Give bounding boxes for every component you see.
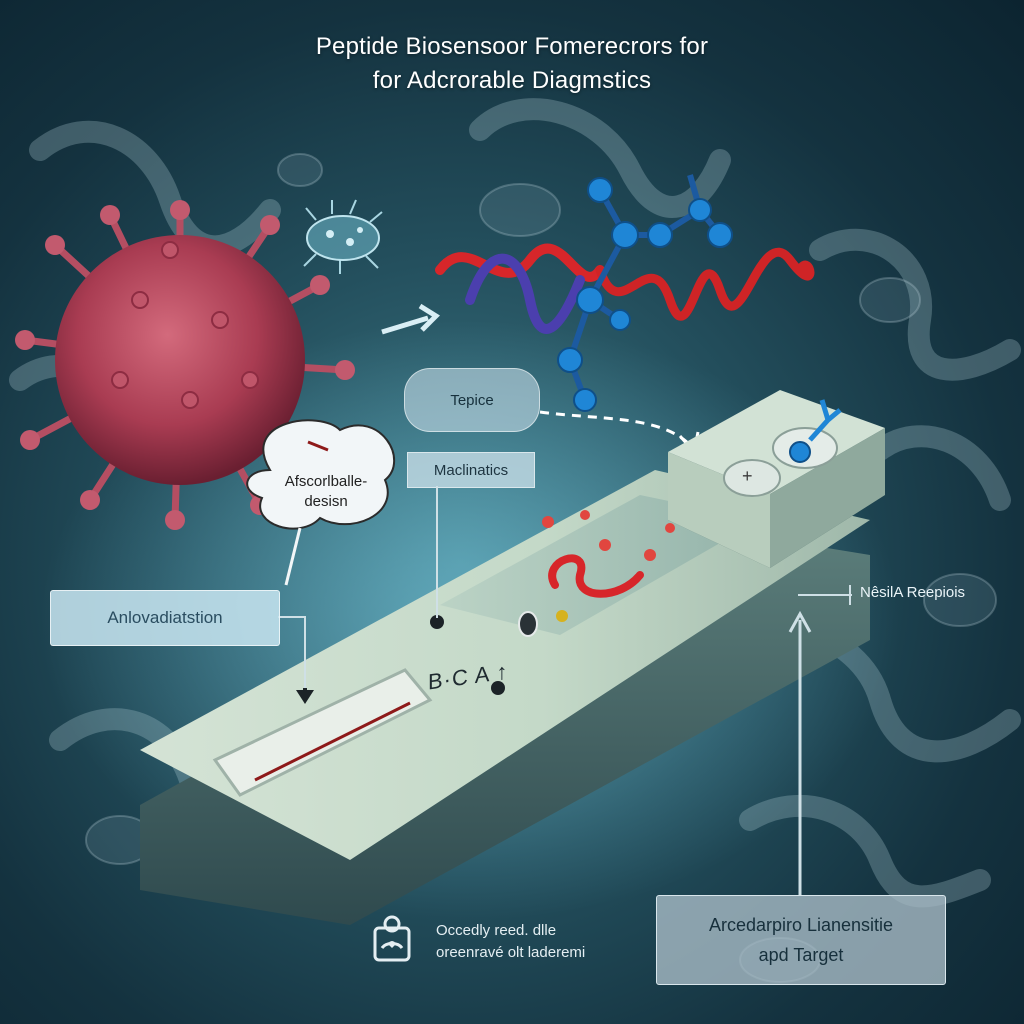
footer-line-2: oreenravé olt laderemi [436, 944, 586, 961]
bubble-line-1: Afscorlballe- [284, 473, 368, 490]
cartridge-window-mark: + [742, 466, 753, 486]
tepice-label: Tepice [404, 368, 540, 432]
machinatics-label: Maclinatics [407, 452, 535, 488]
footer-note: Occedly reed. dlle oreenravé olt laderem… [436, 920, 585, 964]
title-line-2: for Adcrorable Diagmstics [372, 67, 652, 94]
left-caption: Anlovadiatstion [50, 590, 280, 646]
design-bubble: Afscorlballe- desisn [258, 430, 394, 520]
title-line-1: Peptide Biosensoor Fomerecrors for [315, 33, 709, 60]
target-line-1: Arcedarpiro Lianensitie [708, 915, 894, 935]
footer-line-1: Occedly reed. dlle [436, 922, 557, 939]
right-label: NêsilA Reepiois [860, 584, 966, 601]
target-line-2: apd Target [758, 945, 844, 965]
target-box: Arcedarpiro Lianensitie apd Target [656, 895, 946, 985]
bubble-line-2: desisn [304, 493, 348, 510]
person-care-icon [373, 915, 411, 962]
